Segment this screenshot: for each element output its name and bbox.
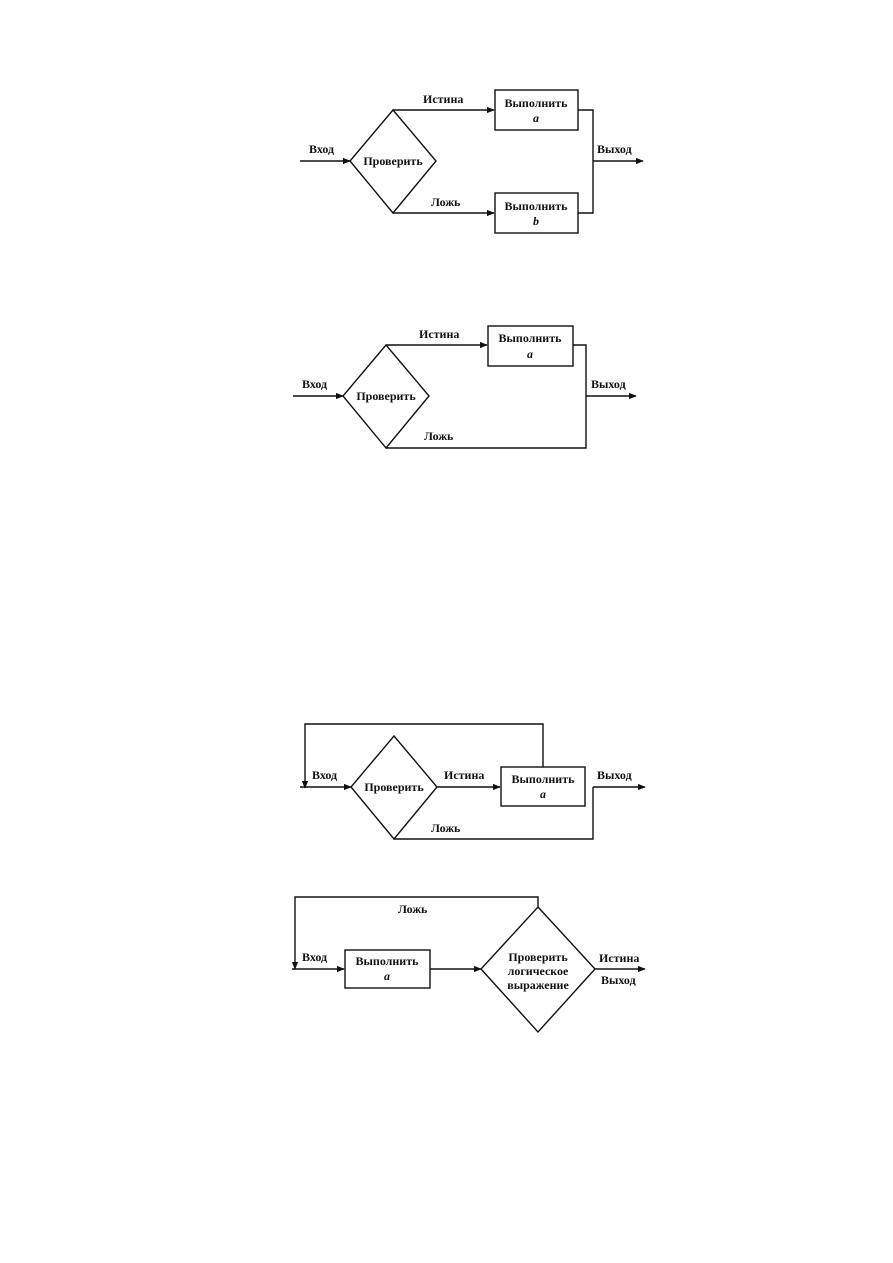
decision-label-line-3: выражение [507,978,569,992]
process-box-a [500,766,586,807]
input-label: Вход [302,377,327,391]
input-label: Вход [309,142,334,156]
decision-label: Проверить [356,389,416,403]
true-label: Истина [419,327,459,341]
process-a-label: Выполнить [356,954,420,968]
true-label: Истина [444,768,484,782]
input-label: Вход [302,950,327,964]
process-a-var: a [527,347,533,361]
process-box-a [487,325,574,367]
false-branch-line [394,787,594,840]
diagram-if-then: Вход Проверить Истина Выполнить a Ложь В… [293,325,637,450]
false-label: Ложь [431,195,461,209]
process-box-a [494,89,579,131]
decision-label-line-2: логическое [508,964,569,978]
process-b-label: Выполнить [505,199,569,213]
process-a-label: Выполнить [512,772,576,786]
output-label: Выход [597,768,632,782]
process-a-var: a [384,969,390,983]
output-label: Выход [597,142,632,156]
false-label: Ложь [424,429,454,443]
decision-label: Проверить [364,780,424,794]
merge-line [578,109,594,214]
diagram-while-loop: Вход Проверить Истина Выполнить a Ложь В… [300,723,646,841]
true-label: Истина [599,951,639,965]
decision-diamond [480,905,596,1034]
false-label: Ложь [431,821,461,835]
decision-label: Проверить [363,154,423,168]
process-a-label: Выполнить [499,331,563,345]
diagram-do-while-loop: Ложь Вход Выполнить a Проверить логическ… [291,896,646,1034]
diagram-if-else: Вход Проверить Истина Ложь Выполнить a В… [300,89,644,234]
process-box-b [494,192,579,234]
false-label: Ложь [398,902,428,916]
process-b-var: b [533,214,539,228]
true-label: Истина [423,92,463,106]
process-a-var: a [533,111,539,125]
input-label: Вход [312,768,337,782]
output-label: Выход [591,377,626,391]
process-a-label: Выполнить [505,96,569,110]
loop-back-line [301,723,544,789]
output-label: Выход [601,973,636,987]
process-box-a [344,949,431,989]
process-a-var: a [540,787,546,801]
decision-label-line-1: Проверить [508,950,568,964]
